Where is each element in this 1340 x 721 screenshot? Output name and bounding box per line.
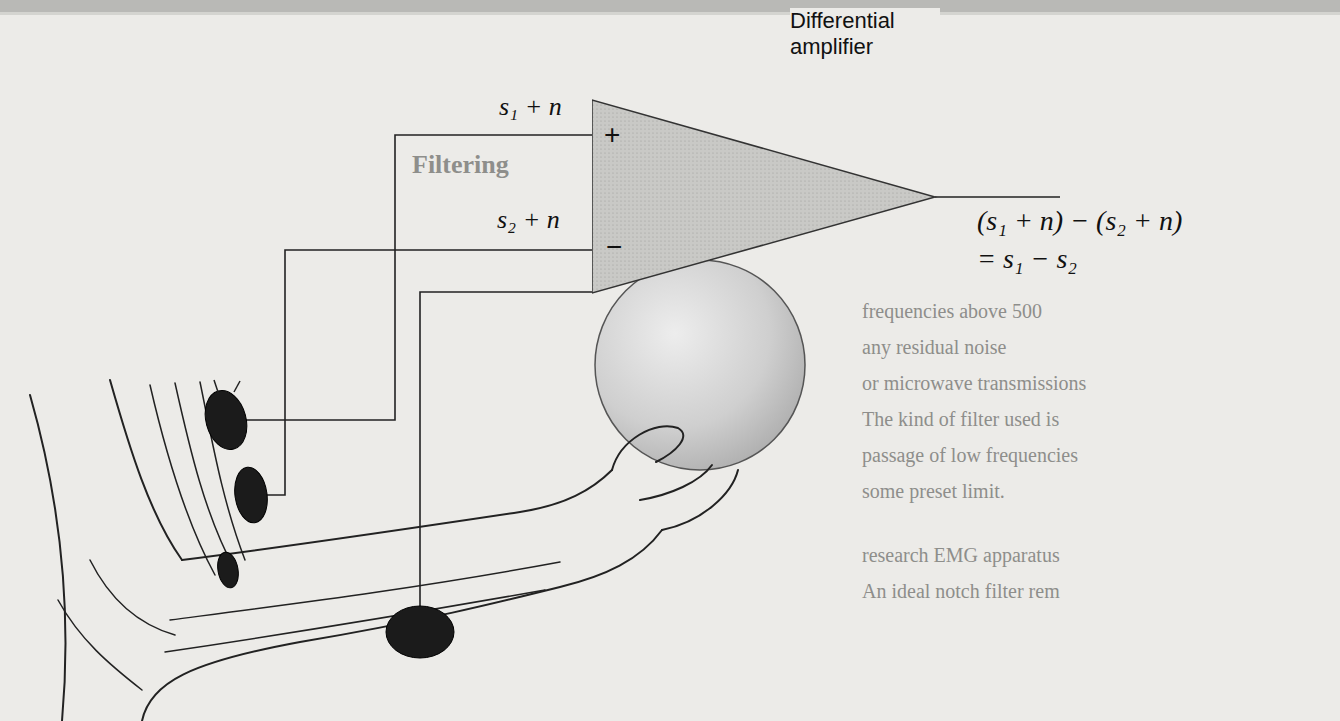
background-text: or microwave transmissions (860, 372, 1088, 395)
background-text: research EMG apparatus (860, 544, 1062, 567)
signal-name: s₁ + n (497, 92, 564, 122)
page-band (0, 12, 1340, 15)
amplifier-symbol: Differential amplifier + − (592, 8, 992, 298)
background-text: some preset limit. (860, 480, 1007, 503)
page-band (0, 0, 1340, 12)
background-text: frequencies above 500 (860, 300, 1044, 323)
background-text: passage of low frequencies (860, 444, 1080, 467)
background-text: An ideal notch filter rem (860, 580, 1062, 603)
background-text: The kind of filter used is (860, 408, 1061, 431)
background-text: any residual noise (860, 336, 1008, 359)
amplifier-outline (592, 100, 935, 293)
ball (595, 260, 805, 470)
input-sign: − (606, 232, 622, 262)
amplifier-label: Differential amplifier (790, 8, 940, 60)
signal-name: s₂ + n (495, 205, 562, 235)
electrode (199, 386, 454, 658)
output-expression: (s₁ + n) − (s₂ + n) (975, 205, 1184, 237)
background-heading: Filtering (410, 150, 511, 180)
arm-outline (30, 380, 738, 721)
electrode-lead (214, 380, 240, 392)
input-sign: + (604, 120, 620, 150)
output-expression: = s₁ − s₂ (975, 243, 1079, 275)
